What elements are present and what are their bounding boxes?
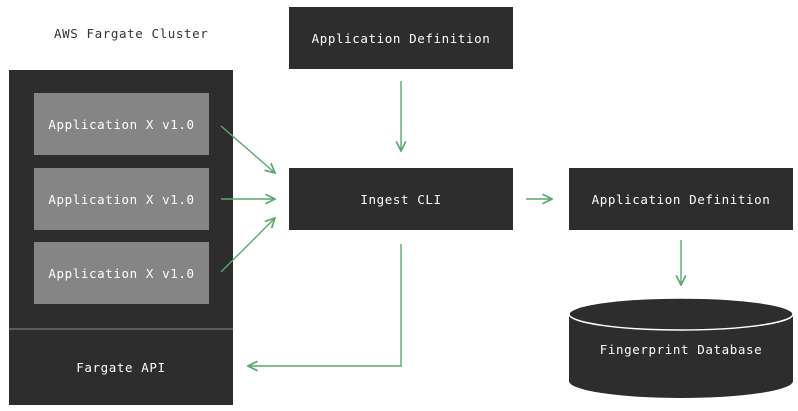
cluster-title: AWS Fargate Cluster [54,26,209,41]
app-node-2[interactable]: Application X v1.0 [34,168,209,230]
right-application-definition-label: Application Definition [591,191,771,207]
app-node-label: Application X v1.0 [48,191,195,207]
cluster-divider [9,328,233,330]
fargate-api-node[interactable]: Fargate API [9,330,233,405]
fingerprint-database-label: Fingerprint Database [599,342,763,357]
app-node-1[interactable]: Application X v1.0 [34,93,209,155]
right-application-definition-node[interactable]: Application Definition [569,168,793,230]
app-node-label: Application X v1.0 [48,265,195,281]
arrow-ingest-to-fargate-api [248,244,402,366]
arrow-app1-to-ingest [220,125,275,173]
top-application-definition-label: Application Definition [311,30,491,46]
ingest-cli-label: Ingest CLI [360,191,442,207]
top-application-definition-node[interactable]: Application Definition [289,7,513,69]
ingest-cli-node[interactable]: Ingest CLI [289,168,513,230]
app-node-3[interactable]: Application X v1.0 [34,242,209,304]
fargate-api-label: Fargate API [76,360,166,375]
fingerprint-database-cylinder[interactable] [568,297,794,398]
arrow-app3-to-ingest [220,218,275,273]
app-node-label: Application X v1.0 [48,116,195,132]
